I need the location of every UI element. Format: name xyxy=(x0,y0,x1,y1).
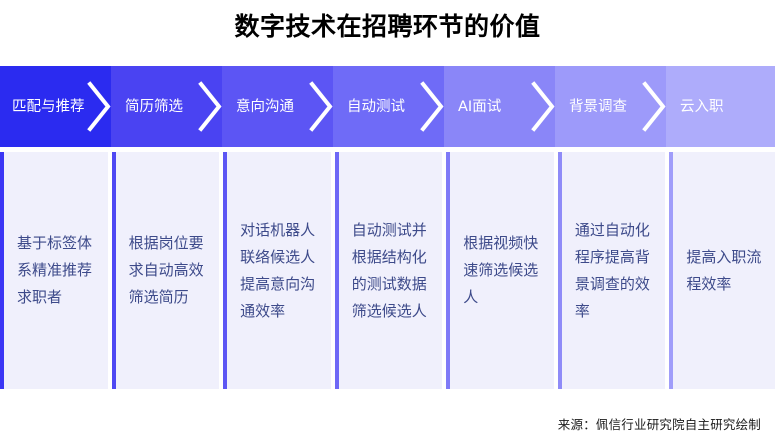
process-stage-description: 提高入职流程效率 xyxy=(686,247,762,293)
process-stage-description: 自动测试并根据结构化的测试数据筛选候选人 xyxy=(351,220,427,320)
process-stage-label: 简历筛选 xyxy=(125,98,183,115)
process-stage-panel: 基于标签体系精准推荐求职者 xyxy=(0,152,108,389)
process-stage-chevron[interactable]: AI面试 xyxy=(444,66,555,147)
process-stage-chevron[interactable]: 意向沟通 xyxy=(222,66,333,147)
process-stage-chevron[interactable]: 匹配与推荐 xyxy=(0,66,111,147)
process-stage-description: 通过自动化程序提高背景调查的效率 xyxy=(574,220,650,320)
process-banner: 匹配与推荐 简历筛选 意向沟通 自动测试 AI面试 背景调查 云入职 xyxy=(0,66,775,147)
chevron-right-icon xyxy=(642,81,666,132)
process-stage-description: 根据岗位要求自动高效筛选简历 xyxy=(128,234,204,306)
chevron-right-icon xyxy=(420,81,444,132)
page-title: 数字技术在招聘环节的价值 xyxy=(234,12,541,41)
process-stage-description: 对话机器人联络候选人提高意向沟通效率 xyxy=(240,220,316,320)
process-stage-label: AI面试 xyxy=(458,98,502,115)
process-stage-panel: 提高入职流程效率 xyxy=(669,152,775,389)
process-stage-label: 自动测试 xyxy=(347,98,405,115)
process-stage-panel: 根据视频快速筛选候选人 xyxy=(446,152,554,389)
process-stage-chevron[interactable]: 自动测试 xyxy=(333,66,444,147)
process-stage-panel: 对话机器人联络候选人提高意向沟通效率 xyxy=(223,152,331,389)
chevron-right-icon xyxy=(309,81,333,132)
process-stage-chevron[interactable]: 云入职 xyxy=(666,66,775,147)
process-description-panels: 基于标签体系精准推荐求职者根据岗位要求自动高效筛选简历对话机器人联络候选人提高意… xyxy=(0,152,775,389)
process-stage-panel: 自动测试并根据结构化的测试数据筛选候选人 xyxy=(334,152,443,389)
process-stage-label: 云入职 xyxy=(680,98,724,115)
process-stage-label: 意向沟通 xyxy=(236,98,294,115)
process-stage-description: 基于标签体系精准推荐求职者 xyxy=(17,234,93,306)
chevron-right-icon xyxy=(87,81,111,132)
chevron-right-icon xyxy=(198,81,222,132)
source-note: 来源：佩信行业研究院自主研究绘制 xyxy=(557,417,761,432)
process-stage-label: 背景调查 xyxy=(569,98,627,115)
process-stage-description: 根据视频快速筛选候选人 xyxy=(463,234,539,306)
chevron-right-icon xyxy=(531,81,555,132)
process-stage-panel: 通过自动化程序提高背景调查的效率 xyxy=(557,152,666,389)
process-stage-label: 匹配与推荐 xyxy=(12,98,85,115)
process-stage-chevron[interactable]: 简历筛选 xyxy=(111,66,222,147)
process-stage-panel: 根据岗位要求自动高效筛选简历 xyxy=(111,152,220,389)
process-stage-chevron[interactable]: 背景调查 xyxy=(555,66,666,147)
